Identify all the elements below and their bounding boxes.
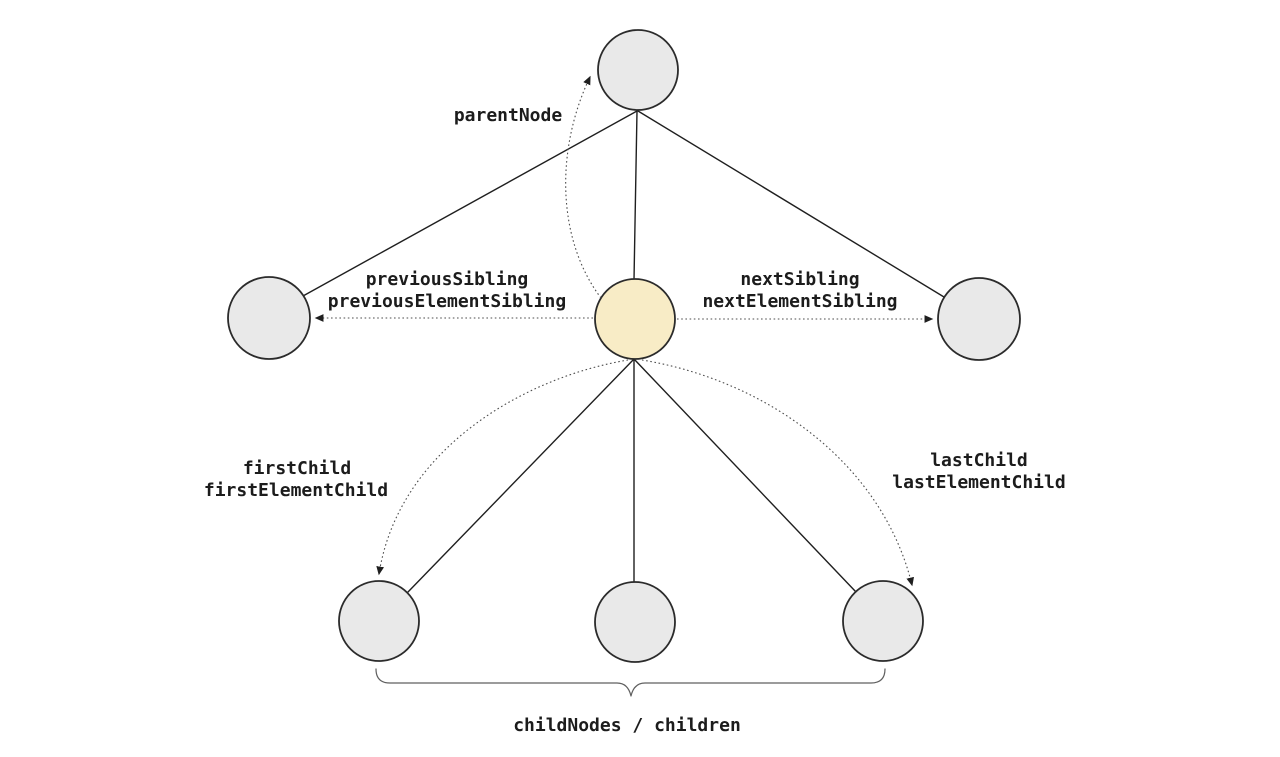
next-sibling-label-line1: nextSibling — [740, 269, 859, 290]
current-node — [594, 278, 676, 360]
last-child-arrow — [641, 359, 914, 587]
last-child-label-line2: lastElementChild — [892, 472, 1065, 493]
parent-node-label: parentNode — [454, 105, 563, 126]
tree-nodes — [227, 29, 1021, 663]
navigation-arrows — [314, 75, 934, 587]
next-sibling-node — [937, 277, 1021, 361]
edge-current-to-first-child — [407, 358, 635, 593]
last-child-label-line1: lastChild — [930, 450, 1028, 471]
tree-edges — [302, 110, 945, 593]
previous-sibling-node — [227, 276, 311, 360]
previous-sibling-label-line1: previousSibling — [366, 269, 529, 290]
previous-sibling-label-line2: previousElementSibling — [328, 291, 566, 312]
first-child-arrow — [376, 359, 629, 576]
first-child-label-line2: firstElementChild — [204, 480, 388, 501]
middle-child-node — [594, 581, 676, 663]
parent-node — [597, 29, 679, 111]
edge-parent-to-previous-sibling — [302, 110, 638, 297]
children-brace — [375, 668, 886, 697]
next-sibling-label-line2: nextElementSibling — [702, 291, 897, 312]
last-child-node — [842, 580, 924, 662]
parent-node-arrow — [565, 75, 602, 299]
edge-current-to-last-child — [633, 358, 857, 593]
first-child-node — [338, 580, 420, 662]
diagram-labels: parentNode previousSibling previousEleme… — [204, 105, 1066, 736]
first-child-label-line1: firstChild — [243, 458, 351, 479]
edge-parent-to-current-node — [633, 110, 638, 281]
children-group-label: childNodes / children — [513, 715, 741, 736]
edge-parent-to-next-sibling — [637, 110, 945, 298]
